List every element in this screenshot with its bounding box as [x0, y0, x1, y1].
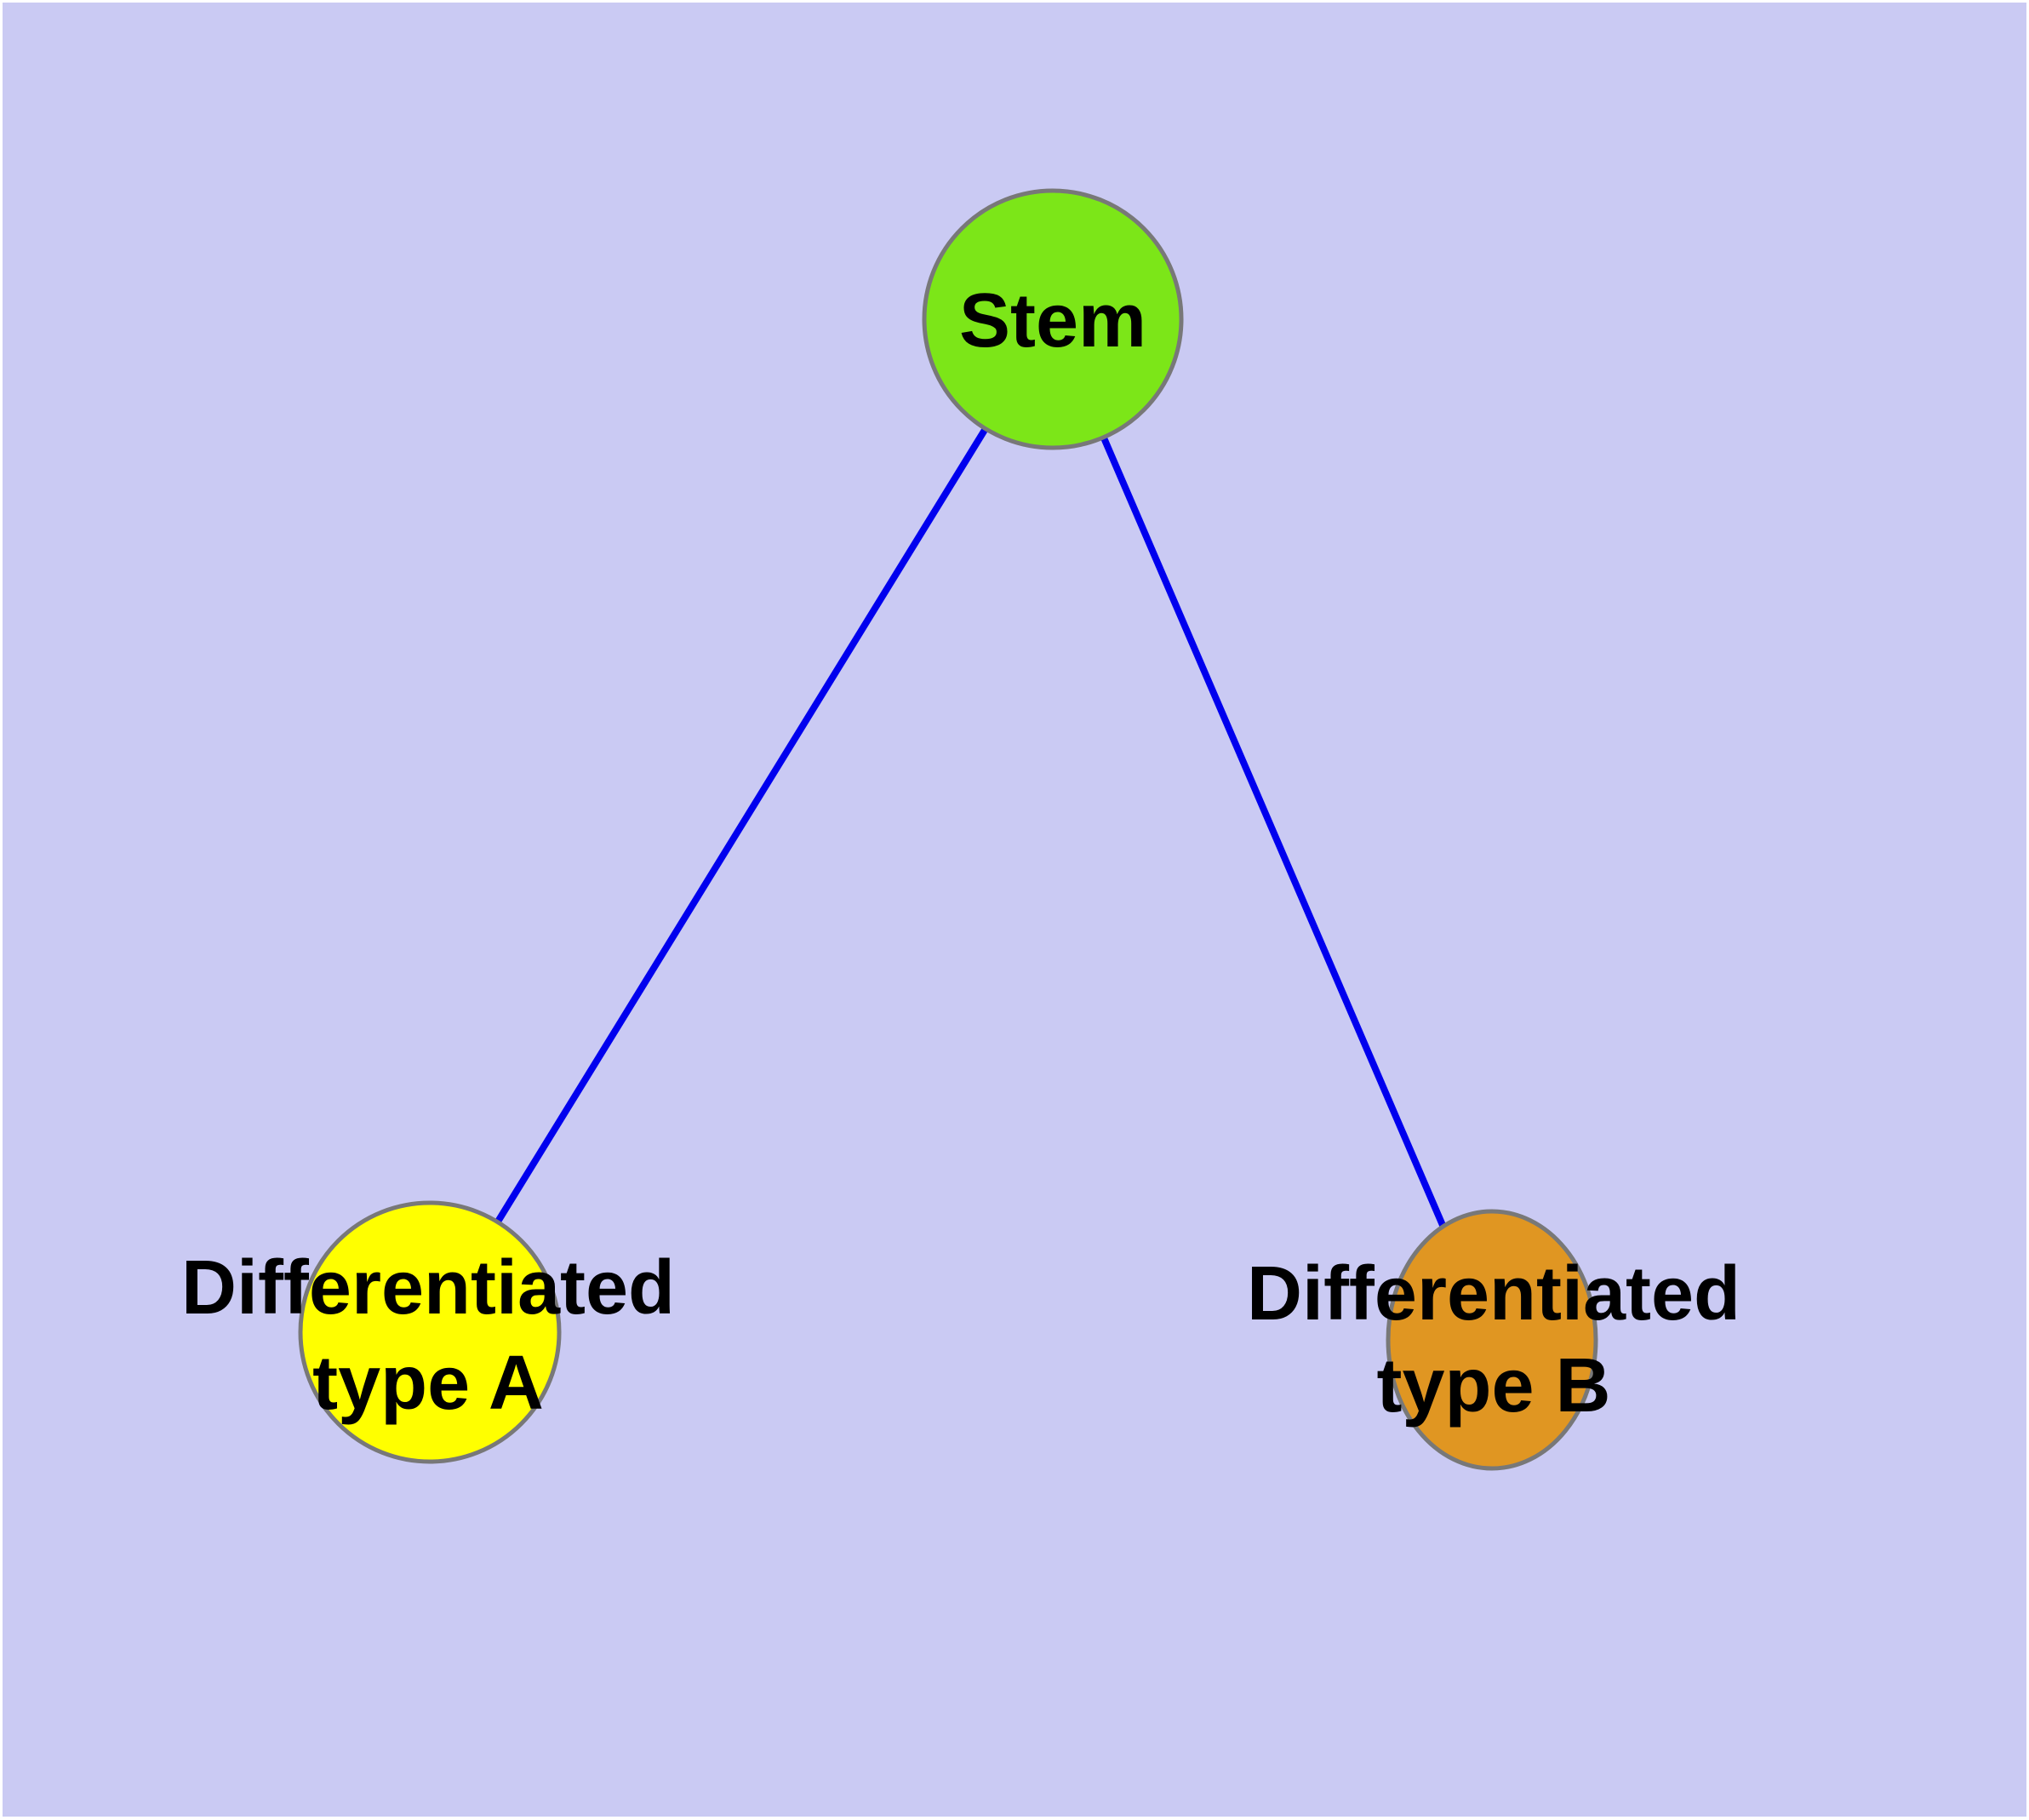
node-type-b-label-line-2: type B: [1376, 1343, 1610, 1428]
node-stem-label: Stem: [959, 278, 1146, 363]
edge-stem-to-type-a: [426, 317, 1056, 1335]
node-type-a-label-line-1: Differentiated: [181, 1245, 675, 1331]
node-type-b-label-line-1: Differentiated: [1247, 1251, 1740, 1336]
node-differentiated-type-b: [1386, 1209, 1598, 1471]
edge-stem-to-type-b: [1049, 318, 1495, 1342]
node-stem: [922, 188, 1184, 450]
node-differentiated-type-a: [298, 1200, 562, 1464]
node-type-a-label-line-2: type A: [312, 1341, 544, 1426]
